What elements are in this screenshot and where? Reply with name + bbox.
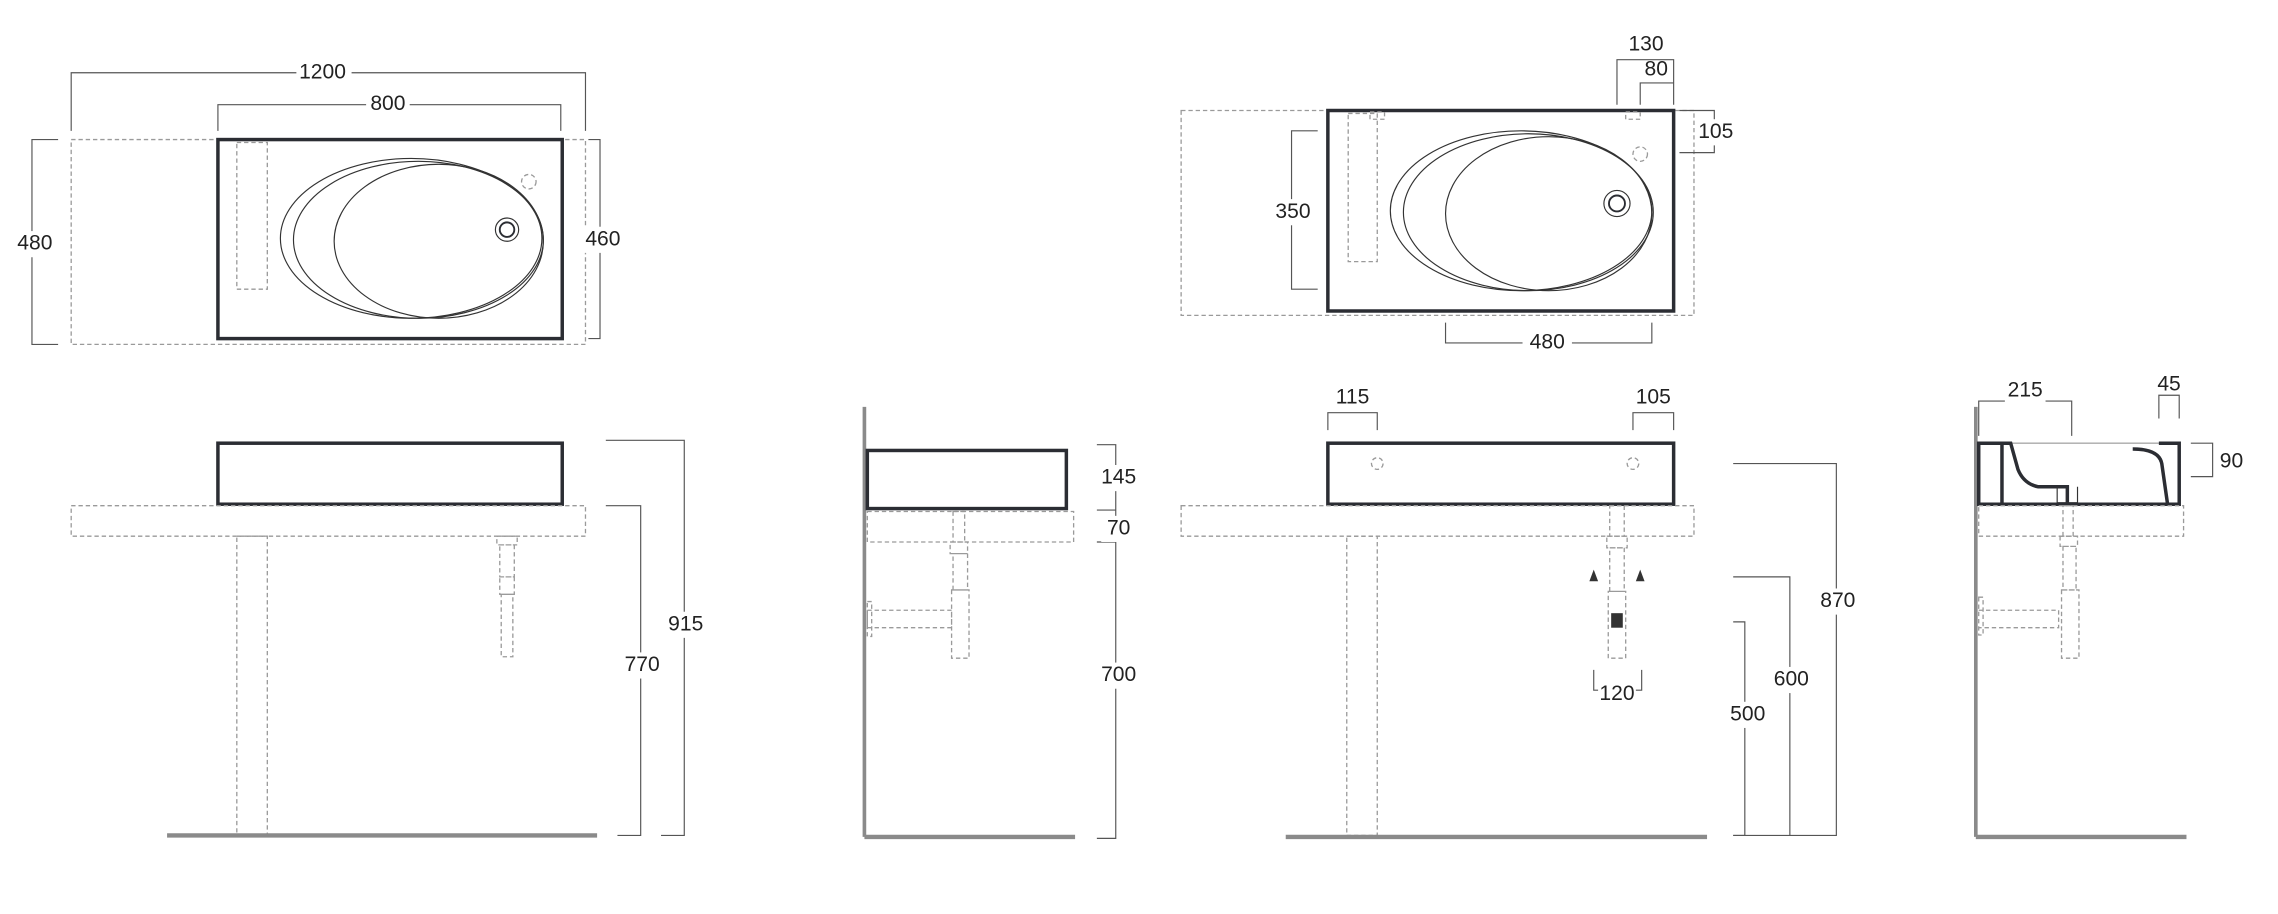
basin-front	[1326, 441, 1676, 506]
drain-icon	[494, 217, 520, 242]
basin-section	[1976, 441, 2181, 506]
dim-105: 105	[1698, 120, 1733, 143]
dim-1200: 1200	[299, 60, 346, 83]
drain-trap	[496, 535, 518, 658]
dim-600: 600	[1774, 668, 1809, 691]
drain-icon	[1603, 189, 1631, 218]
front-view-wide: 915 770	[70, 439, 708, 838]
dim-700: 700	[1101, 663, 1136, 686]
tap-icon	[1589, 569, 1599, 582]
dim-770: 770	[625, 653, 660, 676]
bowl-lip	[292, 160, 544, 319]
side-section-right: 215 45 90	[1974, 373, 2243, 840]
dim-500: 500	[1730, 702, 1765, 725]
shelf-outline	[1347, 112, 1378, 263]
basin-outline	[1326, 108, 1676, 313]
dim-70: 70	[1107, 516, 1130, 539]
dim-80: 80	[1644, 57, 1667, 80]
tap-hole	[520, 173, 537, 190]
basin-outline	[216, 137, 564, 341]
tap-hole	[1632, 146, 1649, 163]
dim-480: 480	[17, 232, 52, 255]
dim-350: 350	[1275, 200, 1310, 223]
counter-leg	[1346, 535, 1378, 837]
basin-front	[216, 441, 564, 506]
dim-115: 115	[1336, 386, 1370, 409]
tap-icon	[1635, 569, 1645, 582]
dim-480-drain: 480	[1530, 331, 1565, 354]
counter-side	[866, 510, 1075, 543]
shelf-outline	[236, 141, 268, 290]
drain-trap	[866, 510, 970, 659]
drain-trap	[1978, 505, 2080, 659]
dim-90: 90	[2220, 450, 2243, 473]
counter-front	[70, 505, 587, 537]
plan-view-narrow: 480 350 130 80 105	[1180, 33, 1737, 357]
side-view-left: 145 70 700	[862, 406, 1141, 840]
counter-outline	[70, 138, 587, 346]
front-view-narrow: 115 105 120 500 600 870	[1180, 386, 1860, 840]
counter-side	[1978, 505, 2185, 537]
drain-trap	[1606, 505, 1628, 659]
counter-front	[1180, 505, 1695, 537]
dim-460: 460	[585, 227, 620, 250]
dim-800: 800	[370, 92, 405, 115]
bowl-inner	[333, 163, 544, 319]
dim-45: 45	[2157, 373, 2180, 396]
counter-leg	[236, 535, 268, 837]
dim-130: 130	[1628, 33, 1663, 56]
basin-side	[865, 448, 1069, 511]
dim-870: 870	[1820, 589, 1855, 612]
dim-915: 915	[668, 612, 703, 635]
drain-outlet-icon	[1611, 613, 1623, 628]
counter-outline	[1180, 109, 1695, 317]
dim-215: 215	[2008, 378, 2043, 401]
dim-105-front: 105	[1636, 386, 1671, 409]
plan-view-wide: 1200 800 480 460	[14, 59, 622, 346]
dim-120: 120	[1599, 682, 1634, 705]
dim-145: 145	[1101, 466, 1136, 489]
